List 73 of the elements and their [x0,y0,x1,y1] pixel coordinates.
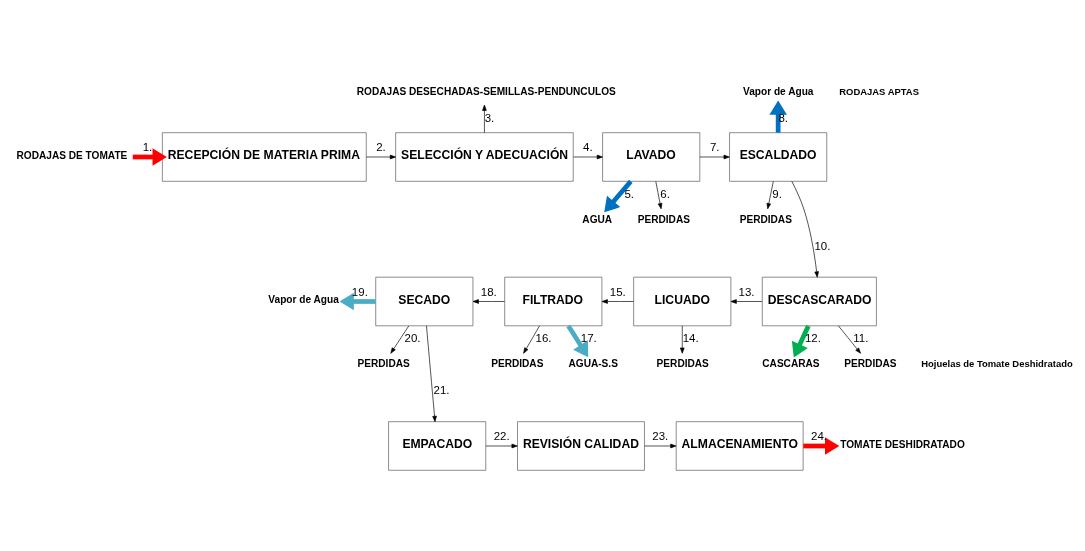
arrow [791,181,819,278]
edge-label: 9. [772,187,782,200]
arrow [680,325,685,354]
node-text: AGUA-S.S [568,358,618,370]
node-box: EMPACADO [388,421,487,471]
edge-label: 20. [404,332,421,345]
arrow [472,299,505,304]
arrow [730,299,763,304]
arrow [699,154,730,160]
node-box: LICUADO [633,276,732,327]
edge-label: 23. [652,430,669,443]
node-text: PERDIDAS [491,358,544,370]
node-text: TOMATE DESHIDRATADO [840,438,965,450]
edge-label: 19. [351,285,368,298]
arrow [573,154,603,160]
arrow [604,179,633,213]
arrow [390,325,410,354]
edge-label: 1. [142,141,153,154]
node-box: REVISIÓN CALIDAD [517,421,645,471]
edge-label: 5. [624,187,635,200]
arrow [132,148,167,166]
edge-label: 10. [814,239,831,252]
node-text: PERDIDAS [637,213,690,225]
node-box: LAVADO [602,132,701,182]
node-text: RODAJAS DE TOMATE [16,149,128,161]
arrow [523,325,540,354]
arrow [766,181,774,210]
edge-label: 18. [480,285,497,298]
node-text: PERDIDAS [656,358,709,370]
node-text: RODAJAS DESECHADAS-SEMILLAS-PENDUNCULOS [356,85,616,97]
arrow [426,325,437,422]
arrow [655,181,663,210]
arrow [803,437,840,455]
edge-label: 21. [433,384,450,397]
edge-label: 15. [609,285,626,298]
arrow [366,154,396,160]
arrow [838,325,861,354]
edge-label: 7. [709,141,720,154]
edge-label: 3. [484,111,495,124]
edge-label: 14. [682,332,699,345]
arrow [482,104,487,133]
arrow [644,443,677,449]
edge-label: 17. [580,332,597,345]
node-box: ESCALDADO [729,132,828,182]
edge-label: 22. [493,430,510,443]
edge-label: 16. [535,332,552,345]
node-box: SECADO [375,276,474,327]
arrow [339,292,376,311]
edge-label: 2. [376,141,386,154]
arrow [566,324,589,358]
edge-label: 6. [660,187,670,200]
edge-label: 24. [811,430,827,443]
node-text: Vapor de Agua [268,294,339,306]
arrow [485,443,518,449]
node-text: AGUA [582,213,613,225]
edge-label: 11. [853,332,869,345]
node-text: Vapor de Agua [743,85,814,97]
label: Hojuelas de Tomate Deshidratado [921,358,1073,370]
label: RODAJAS APTAS [839,85,919,97]
node-text: PERDIDAS [739,213,792,225]
node-text: PERDIDAS [844,358,897,370]
node-text: PERDIDAS [357,358,410,370]
node-box: DESCASCARADO [761,276,877,327]
node-text: CASCARAS [762,358,820,370]
edge-label: 13. [738,285,755,298]
node-box: FILTRADO [504,276,603,327]
arrow [601,299,634,304]
edge-label: 4. [583,141,593,154]
node-box: ALMACENAMIENTO [675,421,804,471]
arrow [791,324,811,358]
node-box: SELECCIÓN Y ADECUACIÓN [395,132,574,182]
node-box: RECEPCIÓN DE MATERIA PRIMA [162,132,367,182]
edge-label: 12. [804,332,821,345]
